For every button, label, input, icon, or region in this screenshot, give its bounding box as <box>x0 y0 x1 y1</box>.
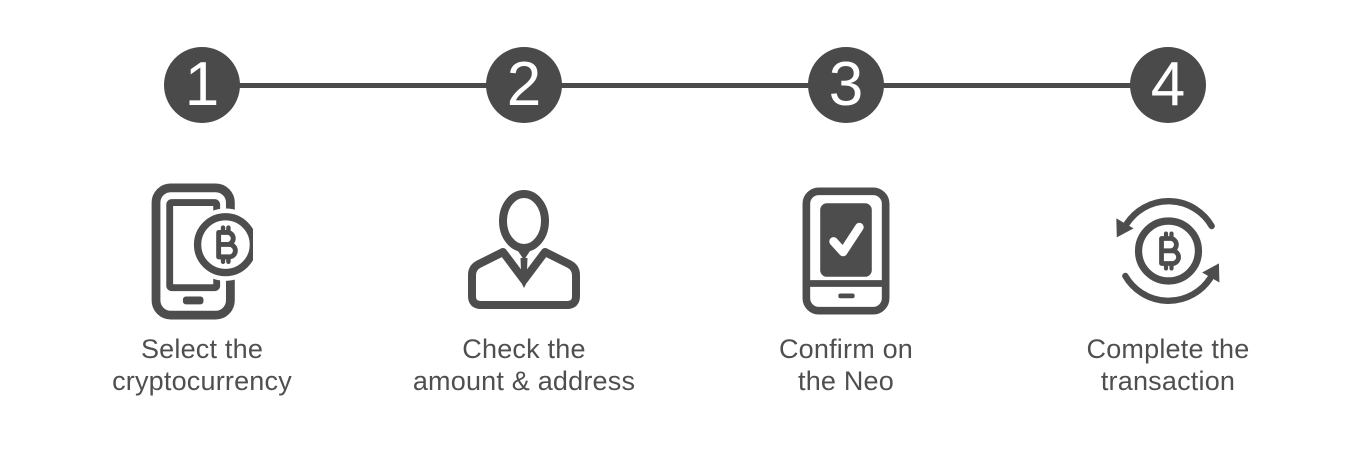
smartphone-bitcoin-icon <box>151 182 253 320</box>
device-checkmark-icon <box>802 187 890 315</box>
businessman-icon <box>468 190 580 309</box>
step-3: 3 Confirm on the Neo <box>685 0 1007 397</box>
step-1-label: Select the cryptocurrency <box>112 333 292 397</box>
step-label-line: Check the <box>462 334 586 364</box>
step-label-line: Confirm on <box>778 334 914 364</box>
step-2-number-badge: 2 <box>486 47 562 123</box>
steps-connector-line <box>202 83 1168 88</box>
steps-row: 1 Select the cryptocurrency <box>41 0 1329 397</box>
step-3-number-badge: 3 <box>808 47 884 123</box>
step-2-icon-area <box>468 181 580 321</box>
step-label-line: amount & address <box>412 366 636 396</box>
step-label-line: Complete the <box>1086 334 1250 364</box>
step-number: 3 <box>828 50 864 119</box>
step-number: 4 <box>1150 50 1186 119</box>
step-label-line: transaction <box>1100 366 1236 396</box>
step-label-line: Select the <box>140 334 264 364</box>
step-3-icon-area <box>802 181 890 321</box>
step-1-icon-area <box>151 181 253 321</box>
step-4-label: Complete the transaction <box>1087 333 1250 397</box>
step-4-icon-area <box>1105 181 1232 321</box>
step-number: 1 <box>184 50 220 119</box>
step-number: 2 <box>506 50 542 119</box>
step-2-label: Check the amount & address <box>413 333 635 397</box>
step-label-line: the Neo <box>798 366 894 396</box>
bitcoin-refresh-icon <box>1115 198 1219 304</box>
step-4-number-badge: 4 <box>1130 47 1206 123</box>
step-1-number-badge: 1 <box>164 47 240 123</box>
step-label-line: cryptocurrency <box>112 366 292 396</box>
step-2: 2 Check the amount & address <box>363 0 685 397</box>
step-1: 1 Select the cryptocurrency <box>41 0 363 397</box>
step-3-label: Confirm on the Neo <box>779 333 913 397</box>
step-4: 4 Complete the transaction <box>1007 0 1329 397</box>
